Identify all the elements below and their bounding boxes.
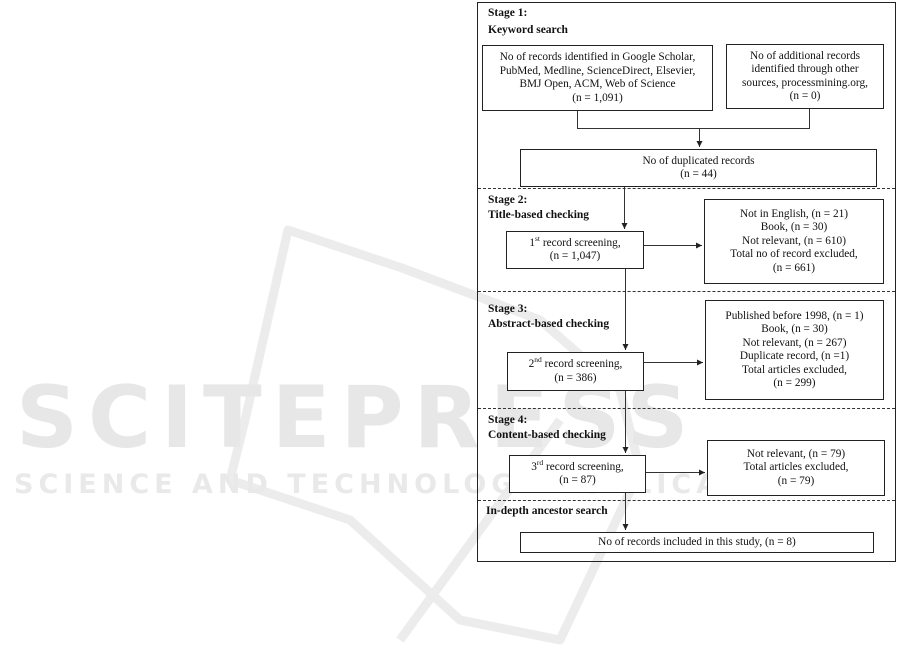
duplicates-box: No of duplicated records (n = 44) [520,149,877,187]
box-line: Not relevant, (n = 610) [742,234,846,247]
stage-5-label: In-depth ancestor search [486,504,608,519]
excluded-2-box: Published before 1998, (n = 1) Book, (n … [705,300,884,400]
box-line: BMJ Open, ACM, Web of Science [519,78,676,90]
other-sources-box: No of additional records identified thro… [726,44,884,109]
stage-divider [478,408,895,409]
screening-1-box: 1st record screening, (n = 1,047) [506,231,644,269]
box-line: No of records identified in Google Schol… [499,51,696,63]
ordinal: 3 [531,460,537,473]
stage-5-title: In-depth ancestor search [486,505,608,517]
flowchart-frame [477,2,896,562]
screening-label: record screening, [541,358,623,370]
box-line: Not relevant, (n = 79) [746,447,846,460]
stage-3-title: Abstract-based checking [488,318,610,330]
ordinal-suffix: rd [536,457,544,467]
box-line: No of records included in this study, (n… [598,535,796,548]
box-line: Book, (n = 30) [760,221,828,234]
box-line: No of additional records [749,49,861,62]
box-line: No of duplicated records [642,154,755,167]
stage-4-title: Content-based checking [488,429,606,441]
box-line: Not in English, (n = 21) [739,207,849,220]
stage-1-title: Keyword search [488,24,568,36]
stage-divider [478,500,895,501]
ordinal: 2 [528,358,535,370]
box-count: (n = 1,091) [572,91,623,104]
screening-2-box: 2nd record screening, (n = 386) [507,352,644,391]
box-line: identified through other [751,63,859,75]
screening-label: record screening, [540,236,621,249]
stage-1-number: Stage 1: [488,7,528,19]
box-count: (n = 0) [789,90,821,102]
ordinal: 1 [529,236,536,249]
box-count: (n = 87) [559,474,596,486]
screening-label: record screening, [543,460,624,473]
box-count: (n = 661) [772,261,816,274]
stage-2-title: Title-based checking [488,209,590,221]
stage-1-label: Stage 1: Keyword search [488,6,568,38]
screening-1-title: 1st record screening, [507,233,643,251]
box-count: (n = 299) [773,377,816,389]
box-line: Published before 1998, (n = 1) [725,309,864,322]
stage-3-label: Stage 3: Abstract-based checking [488,302,609,332]
included-box: No of records included in this study, (n… [520,532,874,553]
stage-2-number: Stage 2: [488,194,528,206]
stage-3-number: Stage 3: [488,303,528,315]
stage-divider [478,188,895,189]
excluded-3-box: Not relevant, (n = 79) Total articles ex… [707,440,885,496]
box-line: sources, processmining.org, [742,76,868,89]
box-line: Total articles excluded, [743,461,849,474]
screening-3-box: 3rd record screening, (n = 87) [509,455,646,493]
databases-records-box: No of records identified in Google Schol… [482,45,713,111]
box-count: (n = 44) [680,168,717,180]
box-count: (n = 1,047) [549,250,601,262]
box-count: (n = 79) [777,474,815,487]
ordinal-suffix: st [535,233,541,243]
stage-4-label: Stage 4: Content-based checking [488,413,606,443]
stage-divider [478,291,895,292]
box-count: (n = 386) [554,371,597,384]
box-line: Total no of record excluded, [730,248,858,261]
box-line: Not relevant, (n = 267) [742,336,847,349]
screening-2-title: 2nd record screening, [508,355,643,372]
box-line: Duplicate record, (n =1) [739,350,850,362]
ordinal-suffix: nd [534,355,542,365]
stage-2-label: Stage 2: Title-based checking [488,193,589,223]
box-line: PubMed, Medline, ScienceDirect, Elsevier… [499,64,696,77]
screening-3-title: 3rd record screening, [510,457,645,475]
stage-4-number: Stage 4: [488,414,528,426]
excluded-1-box: Not in English, (n = 21) Book, (n = 30) … [704,199,884,284]
box-line: Book, (n = 30) [761,323,828,335]
box-line: Total articles excluded, [742,363,847,376]
